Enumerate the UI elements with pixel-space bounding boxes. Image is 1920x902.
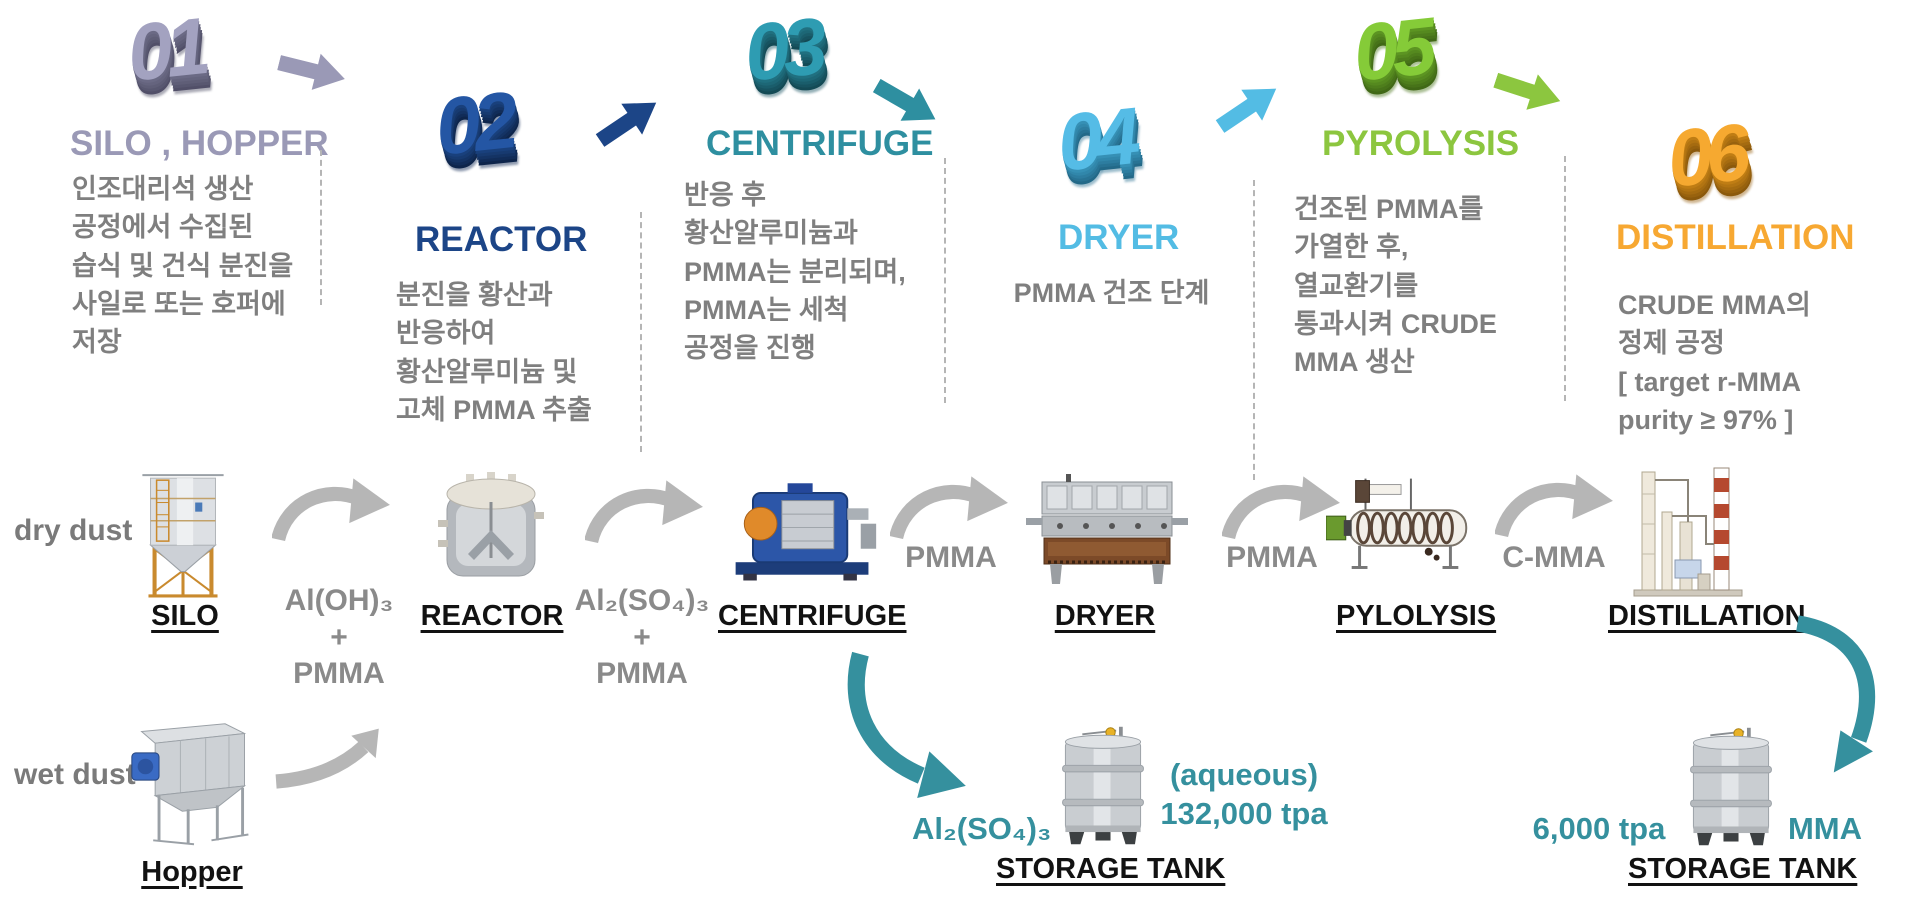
stream-pmma-2: PMMA	[1226, 541, 1318, 574]
stage-title-dryer: DRYER	[1058, 218, 1180, 257]
storage-tank-1-image	[1062, 726, 1144, 845]
flow-arrow-hopper-reactor-icon	[275, 728, 379, 789]
centrifuge-image	[735, 483, 877, 581]
distillation-image	[1633, 467, 1743, 597]
stage-divider	[640, 212, 642, 452]
stream-pmma-1: PMMA	[905, 541, 997, 574]
reactor-image	[438, 472, 544, 577]
distillation-label: DISTILLATION	[1608, 600, 1806, 632]
silo-label: SILO	[151, 600, 219, 632]
stage-title-silo-hopper: SILO , HOPPER	[70, 124, 329, 163]
reactor-label: REACTOR	[420, 600, 564, 632]
stage-number-05-icon: 05	[1349, 1, 1434, 98]
centrifuge-label: CENTRIFUGE	[718, 600, 907, 632]
stage-number-02-icon: 02	[431, 75, 516, 172]
stage-title-distillation: DISTILLATION	[1616, 218, 1855, 257]
stream-c-mma: C-MMA	[1502, 541, 1606, 574]
dryer-label: DRYER	[1054, 600, 1156, 632]
stage-arrow-1-icon	[277, 53, 345, 90]
stage-arrow-5-icon	[1493, 72, 1561, 110]
dry-dust-label: dry dust	[14, 514, 133, 547]
storage-tank-2-image	[1690, 727, 1772, 846]
teal-arrow-centrifuge-tank-icon	[847, 651, 966, 798]
stage-number-03-icon: 03	[740, 1, 825, 98]
flow-arrow-pyrolysis-distillation-icon	[1495, 474, 1613, 538]
flow-arrow-reactor-centrifuge-icon	[585, 480, 703, 544]
stage-divider	[320, 150, 322, 305]
tank1-product-label: Al₂(SO₄)₃	[912, 811, 1052, 846]
pyrolysis-image	[1326, 478, 1468, 569]
stage-number-04-icon: 04	[1053, 91, 1138, 188]
silo-image	[142, 474, 224, 598]
wet-dust-label: wet dust	[14, 758, 136, 791]
tank2-product-label: MMA	[1787, 811, 1863, 846]
stage-desc-distillation: CRUDE MMA의 정제 공정 [ target r-MMA purity ≥…	[1618, 290, 1811, 435]
flow-arrow-silo-reactor-icon	[272, 478, 390, 542]
tank1-note-label: (aqueous) 132,000 tpa	[1160, 757, 1328, 831]
stage-divider	[944, 158, 946, 403]
hopper-image	[131, 723, 249, 846]
stream-aloh3-pmma: Al(OH)₃ + PMMA	[284, 584, 394, 691]
hopper-label: Hopper	[141, 856, 243, 888]
storage-tank-1-label: STORAGE TANK	[996, 853, 1226, 885]
flow-arrow-dryer-pyrolysis-icon	[1222, 476, 1340, 540]
stage-desc-pyrolysis: 건조된 PMMA를 가열한 후, 열교환기를 통과시켜 CRUDE MMA 생산	[1294, 194, 1497, 378]
stage-title-reactor: REACTOR	[415, 220, 588, 259]
stage-divider	[1564, 156, 1566, 401]
storage-tank-2-label: STORAGE TANK	[1628, 853, 1858, 885]
stage-desc-reactor: 분진을 황산과 반응하여 황산알루미늄 및 고체 PMMA 추출	[396, 280, 592, 425]
stage-arrow-2-icon	[595, 102, 657, 147]
stream-al2so43-pmma: Al₂(SO₄)₃ + PMMA	[574, 584, 710, 691]
stage-desc-dryer: PMMA 건조 단계	[1013, 278, 1210, 308]
stage-divider	[1253, 180, 1255, 480]
teal-arrow-distillation-tank-icon	[1795, 615, 1876, 773]
tank2-capacity-label: 6,000 tpa	[1532, 811, 1666, 846]
stage-desc-centrifuge: 반응 후 황산알루미늄과 PMMA는 분리되며, PMMA는 세척 공정을 진행	[684, 180, 906, 364]
stage-desc-silo-hopper: 인조대리석 생산 공정에서 수집된 습식 및 건식 분진을 사일로 또는 호퍼에…	[72, 174, 294, 358]
stage-arrow-4-icon	[1215, 88, 1277, 133]
flow-arrow-centrifuge-dryer-icon	[890, 476, 1008, 540]
stage-title-pyrolysis: PYROLYSIS	[1322, 124, 1520, 163]
stage-arrow-3-icon	[872, 78, 936, 121]
stage-number-06-icon: 06	[1663, 107, 1748, 204]
stage-number-01-icon: 01	[123, 1, 208, 98]
stage-title-centrifuge: CENTRIFUGE	[706, 124, 934, 163]
dryer-image	[1026, 474, 1188, 584]
pylolysis-label: PYLOLYSIS	[1336, 600, 1497, 632]
